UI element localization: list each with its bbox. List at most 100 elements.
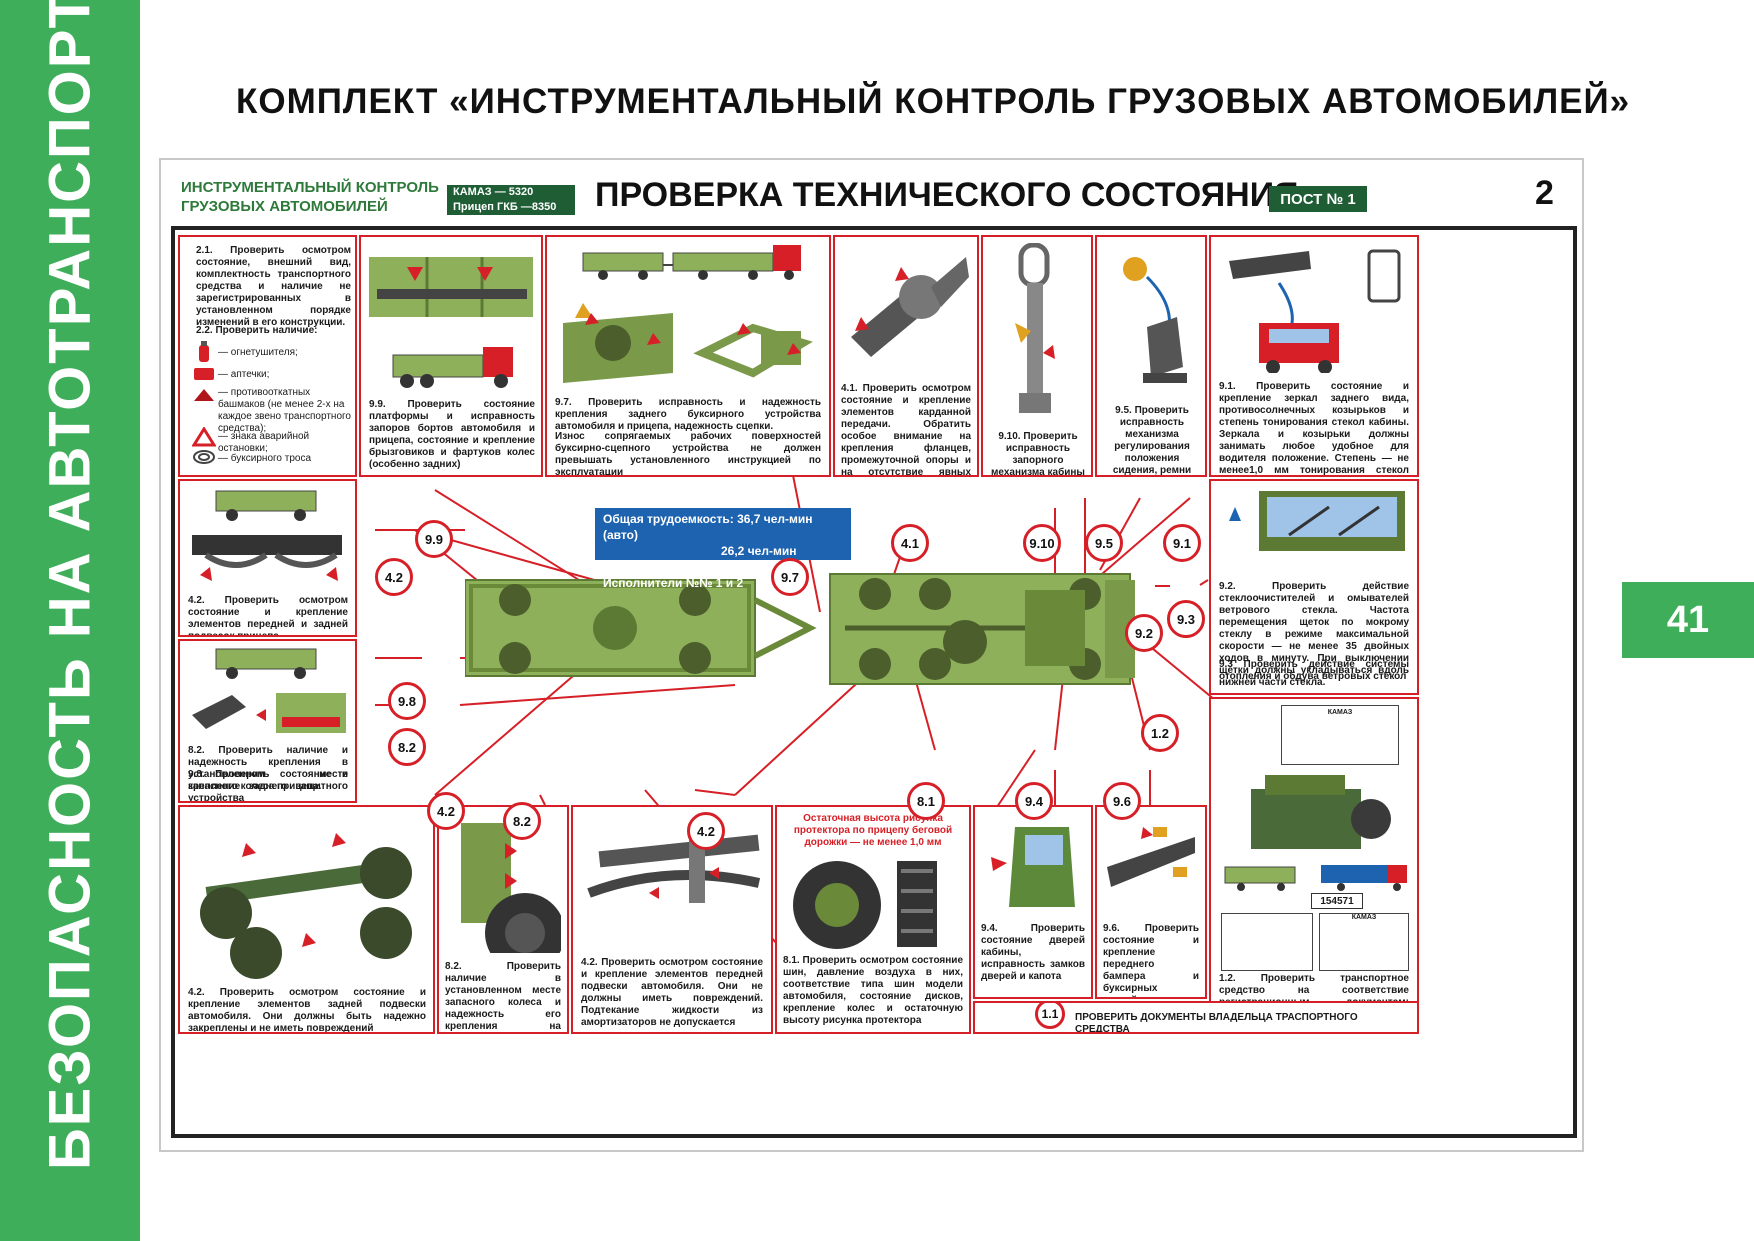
tread-note-line2: протектора по прицепу беговой: [793, 825, 953, 836]
panel-8-2-car: 8.2. Проверить наличие в установленном м…: [437, 805, 569, 1034]
platform-illustration: [369, 257, 533, 388]
panel-4-2-rear: 4.2. Проверить осмотром состояние и креп…: [178, 805, 435, 1034]
spare-wheel-car-illustration: [461, 823, 561, 953]
panel-9-6: 9.6. Проверить состояние и крепление пер…: [1095, 805, 1207, 999]
panel-9-1: 9.1. Проверить состояние и крепление зер…: [1209, 235, 1419, 477]
tow-rope-icon: [193, 450, 215, 464]
label-9-9: 9.9: [415, 520, 453, 558]
caption-9-5: 9.5. Проверить исправность механизма рег…: [1112, 405, 1192, 476]
caption-8-1: 8.1. Проверить осмотром состояние шин, д…: [783, 955, 963, 1026]
tread-note: Остаточная высота рисунка протектора по …: [787, 813, 959, 849]
panel-8-1: Остаточная высота рисунка протектора по …: [775, 805, 971, 1034]
bumper-illustration: [1107, 827, 1195, 887]
label-4-2-rear: 4.2: [427, 792, 465, 830]
panel-8-2-9-8: 8.2. Проверить наличие и надежность креп…: [178, 639, 357, 803]
caption-9-10: 9.10. Проверить исправность запорного ме…: [991, 431, 1085, 477]
checklist-wheel-chocks: — противооткатных башмаков (не менее 2-х…: [218, 387, 351, 434]
caption-9-1: 9.1. Проверить состояние и крепление зер…: [1219, 381, 1409, 476]
label-9-2: 9.2: [1125, 614, 1163, 652]
warning-triangle-icon: [192, 427, 216, 447]
page-number-badge: 41: [1622, 582, 1754, 658]
caption-9-2: 9.2. Проверить действие стеклоочистителе…: [1219, 581, 1409, 688]
labor-info-box: Общая трудоемкость: 36,7 чел-мин (авто) …: [595, 508, 851, 590]
vehicle-model-box: КАМАЗ — 5320 Прицеп ГКБ —8350: [447, 185, 575, 215]
engine-plate-brand: КАМАЗ: [1327, 709, 1353, 716]
seat-illustration: [1123, 257, 1187, 383]
label-4-2-trailer: 4.2: [375, 558, 413, 596]
label-9-10: 9.10: [1023, 524, 1061, 562]
truck-plate-illustration: [1224, 865, 1407, 891]
label-9-7: 9.7: [771, 558, 809, 596]
label-4-2-front: 4.2: [687, 812, 725, 850]
wheel-chock-icon: [194, 389, 214, 401]
page-title: КОМПЛЕКТ «ИНСТРУМЕНТАЛЬНЫЙ КОНТРОЛЬ ГРУЗ…: [236, 82, 1631, 121]
panel-9-5: 9.5. Проверить исправность механизма рег…: [1095, 235, 1207, 477]
front-suspension-illustration: [587, 833, 761, 903]
label-9-4: 9.4: [1015, 782, 1053, 820]
trailer-model: Прицеп ГКБ —8350: [453, 201, 557, 213]
engine-illustration: [1251, 775, 1391, 849]
license-plate: 154571: [1311, 893, 1363, 909]
panel-9-7: 9.7. Проверить исправность и надежность …: [545, 235, 831, 477]
vehicle-plate: КАМАЗ: [1319, 913, 1409, 971]
caption-4-2-front: 4.2. Проверить осмотром состояние и креп…: [581, 957, 763, 1028]
label-8-1: 8.1: [907, 782, 945, 820]
panel-4-1: 4.1. Проверить осмотром состояние и креп…: [833, 235, 979, 477]
info-line3: Исполнители №№ 1 и 2: [603, 576, 744, 590]
info-line2: 26,2 чел-мин (прицеп): [721, 544, 797, 574]
label-4-1: 4.1: [891, 524, 929, 562]
caption-9-4: 9.4. Проверить состояние дверей кабины, …: [981, 923, 1085, 982]
panel-9-2-9-3: 9.2. Проверить действие стеклоочистителе…: [1209, 479, 1419, 695]
label-9-8: 9.8: [388, 682, 426, 720]
panel-checklist: 2.1. Проверить осмотром состояние, внешн…: [178, 235, 357, 477]
side-title: БЕЗОПАСНОСТЬ НА АВТОТРАНСПОРТЕ: [37, 0, 103, 1170]
poster-number: 2: [1535, 174, 1554, 212]
label-8-2-car: 8.2: [503, 802, 541, 840]
wiper-illustration: [1229, 491, 1405, 551]
label-9-6: 9.6: [1103, 782, 1141, 820]
poster-header-left: ИНСТРУМЕНТАЛЬНЫЙ КОНТРОЛЬ ГРУЗОВЫХ АВТОМ…: [181, 178, 439, 216]
side-strip: БЕЗОПАСНОСТЬ НА АВТОТРАНСПОРТЕ: [0, 0, 140, 1241]
caption-9-3: 9.3 Проверить действие системы отопления…: [1219, 659, 1409, 682]
spare-wheel-illustration: [192, 648, 346, 733]
caption-8-2-trailer: 8.2. Проверить наличие и надежность креп…: [188, 745, 348, 792]
rear-suspension-illustration: [200, 833, 412, 979]
cab-door-illustration: [991, 827, 1075, 907]
tread-note-line3: дорожки — не менее 1,0 мм: [804, 837, 942, 848]
mirrors-illustration: [1229, 249, 1401, 373]
caption-8-2-car: 8.2. Проверить наличие в установленном м…: [445, 961, 561, 1032]
caption-9-9: 9.9. Проверить состояние платформы и исп…: [369, 399, 535, 470]
poster-header-line1: ИНСТРУМЕНТАЛЬНЫЙ КОНТРОЛЬ: [181, 179, 439, 196]
vehicle-plate-brand: КАМАЗ: [1351, 914, 1377, 921]
panel-1-2: КАМАЗ 154571 КАМАЗ 1.2. Проверить трансп…: [1209, 697, 1419, 1026]
checklist-item-2-2: 2.2. Проверить наличие:: [196, 325, 318, 336]
label-8-2-trailer: 8.2: [388, 728, 426, 766]
engine-plate: КАМАЗ: [1281, 705, 1399, 765]
caption-4-2-trailer: 4.2. Проверить осмотром состояние и креп…: [188, 595, 348, 637]
trailer-suspension-illustration: [192, 490, 342, 581]
vehicle-model: КАМАЗ — 5320: [453, 186, 534, 198]
label-1-1: 1.1: [1035, 1003, 1065, 1029]
caption-4-1: 4.1. Проверить осмотром состояние и креп…: [841, 383, 971, 477]
caption-9-7: 9.7. Проверить исправность и надежность …: [555, 397, 821, 432]
registration-document: [1221, 913, 1313, 971]
caption-9-8: 9.8. Проверить состояние и крепление зад…: [188, 769, 348, 803]
tread-note-line1: Остаточная высота рисунка: [803, 813, 943, 824]
poster-main-title: ПРОВЕРКА ТЕХНИЧЕСКОГО СОСТОЯНИЯ: [595, 176, 1299, 214]
label-9-3: 9.3: [1167, 600, 1205, 638]
checklist-item-2-1: 2.1. Проверить осмотром состояние, внешн…: [196, 245, 351, 328]
post-badge: ПОСТ № 1: [1269, 186, 1367, 212]
panel-4-2-trailer: 4.2. Проверить осмотром состояние и креп…: [178, 479, 357, 637]
tow-coupling-illustration: [563, 245, 813, 383]
label-9-1: 9.1: [1163, 524, 1201, 562]
caption-9-7-note: Износ сопрягаемых рабочих поверхностей б…: [555, 431, 821, 477]
driveshaft-illustration: [851, 257, 969, 357]
extinguisher-icon: [199, 341, 209, 362]
caption-4-2-rear: 4.2. Проверить осмотром состояние и креп…: [188, 987, 426, 1034]
diagram-frame: 2.1. Проверить осмотром состояние, внешн…: [171, 226, 1577, 1138]
label-9-5: 9.5: [1085, 524, 1123, 562]
info-line1: Общая трудоемкость: 36,7 чел-мин (авто): [603, 512, 813, 542]
checklist-tow-rope: — буксирного троса: [218, 453, 312, 464]
cab-lock-illustration: [1015, 243, 1055, 413]
panel-1-1: 1.1 ПРОВЕРИТЬ ДОКУМЕНТЫ ВЛАДЕЛЬЦА ТРАСПО…: [973, 1001, 1419, 1034]
